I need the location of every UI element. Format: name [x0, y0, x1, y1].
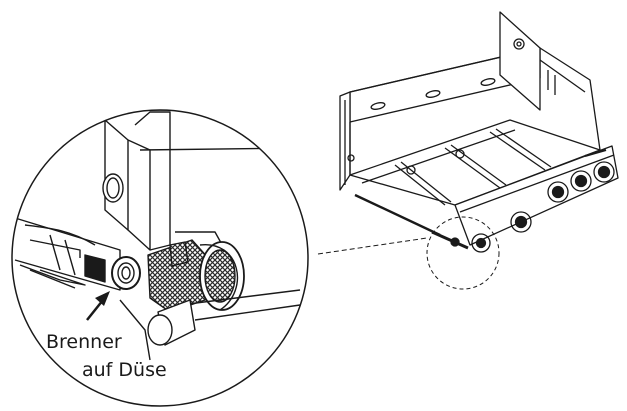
magnified-detail [11, 109, 309, 407]
detail-marker-circle [426, 216, 500, 290]
control-knobs [471, 161, 615, 253]
callout-label-on-nozzle: auf Düse [82, 359, 167, 381]
pointer-arrow-icon [86, 291, 110, 321]
leader-line [317, 237, 428, 255]
callout-label-burner: Brenner [46, 331, 122, 353]
grill-body [339, 11, 619, 253]
